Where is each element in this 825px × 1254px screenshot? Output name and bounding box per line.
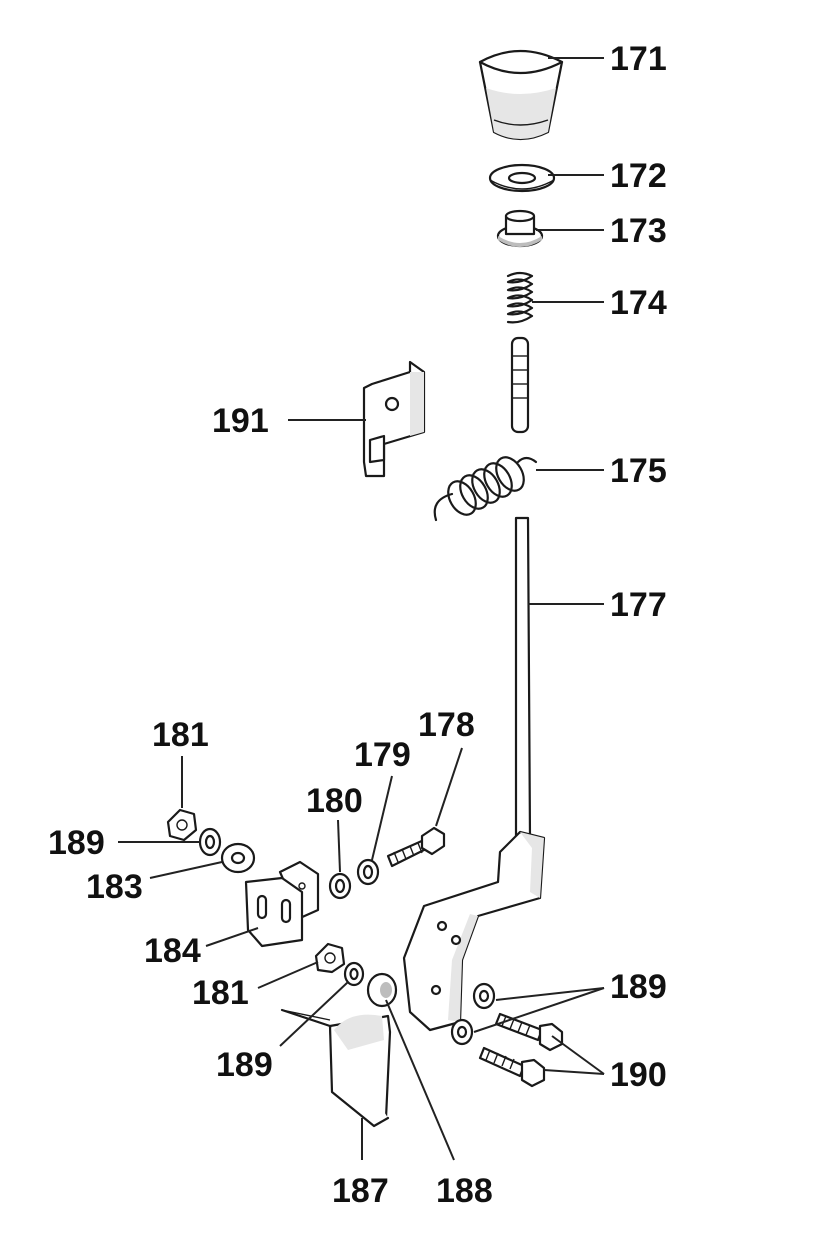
part-191-bracket (362, 360, 426, 478)
part-171-knob (478, 49, 564, 141)
label-187: 187 (332, 1172, 389, 1210)
label-184: 184 (144, 932, 201, 970)
label-189-middle: 189 (216, 1046, 273, 1084)
label-172: 172 (610, 157, 667, 195)
label-180: 180 (306, 782, 363, 820)
label-189-right: 189 (610, 968, 667, 1006)
label-188: 188 (436, 1172, 493, 1210)
part-labels: 171 172 173 174 175 177 191 181 189 183 … (48, 40, 667, 1210)
label-171: 171 (610, 40, 667, 78)
part-174-spring (506, 271, 534, 324)
label-181-lower: 181 (192, 974, 249, 1012)
label-181-top: 181 (152, 716, 209, 754)
part-181-nut-top (166, 808, 198, 842)
part-179-washer (356, 858, 380, 886)
part-189-washers-right (450, 982, 496, 1046)
label-175: 175 (610, 452, 667, 490)
part-172-washer (488, 163, 556, 193)
pin (510, 336, 530, 434)
label-190: 190 (610, 1056, 667, 1094)
part-180-nut (328, 872, 352, 900)
label-174: 174 (610, 284, 667, 322)
part-190-bolts (478, 1012, 564, 1088)
label-189-left: 189 (48, 824, 105, 862)
leader-lines (118, 57, 605, 1161)
part-189-washer-middle (343, 961, 365, 987)
part-187-guard (280, 1008, 392, 1128)
part-189-washer-left (198, 827, 222, 857)
label-177: 177 (610, 586, 667, 624)
part-181-nut-lower (314, 942, 346, 974)
label-191: 191 (212, 402, 269, 440)
label-179: 179 (354, 736, 411, 774)
part-188-spacer (366, 972, 398, 1008)
part-183-washer (220, 842, 256, 874)
part-175-torsion-spring (433, 456, 538, 522)
label-183: 183 (86, 868, 143, 906)
part-177-shift-lever (402, 516, 546, 1032)
part-184-plate (244, 860, 320, 948)
part-178-bolt (386, 826, 446, 868)
part-173-bushing (496, 209, 544, 248)
label-178: 178 (418, 706, 475, 744)
label-173: 173 (610, 212, 667, 250)
